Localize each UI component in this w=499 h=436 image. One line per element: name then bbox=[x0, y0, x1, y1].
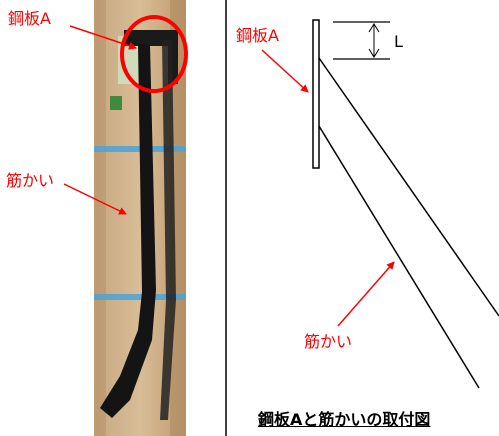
photo-label-steel-plate-a: 鋼板A bbox=[8, 9, 51, 28]
highlight-circle bbox=[120, 15, 188, 93]
brace-photo-right-edge bbox=[160, 40, 176, 420]
brace-photo bbox=[100, 44, 156, 418]
brace-line-upper bbox=[318, 57, 499, 317]
dimension-arrowhead-top bbox=[368, 23, 380, 33]
dimension-label-l: L bbox=[394, 32, 403, 51]
arrow-brace-photo bbox=[63, 183, 127, 215]
drawing-label-steel-plate-a: 鋼板A bbox=[236, 26, 279, 45]
steel-plate-a-photo-side bbox=[168, 30, 178, 84]
photo-cardboard-shade bbox=[94, 0, 106, 436]
brace-line-lower bbox=[318, 125, 480, 389]
arrow-plate-drawing bbox=[261, 49, 309, 93]
photo-panel bbox=[63, 0, 188, 436]
drawing-label-brace: 筋かい bbox=[304, 332, 353, 351]
dimension-arrowhead-bottom bbox=[368, 48, 380, 58]
steel-plate-a-drawing bbox=[312, 19, 320, 169]
figure-caption: 鋼板Aと筋かいの取付図 bbox=[258, 410, 431, 429]
arrow-brace-drawing bbox=[337, 261, 395, 327]
photo-green-mark bbox=[110, 96, 122, 110]
drawing-panel bbox=[261, 19, 499, 389]
photo-blue-strap-bottom bbox=[94, 294, 186, 300]
arrow-plate-photo bbox=[69, 25, 137, 50]
photo-label-brace: 筋かい bbox=[6, 171, 55, 190]
